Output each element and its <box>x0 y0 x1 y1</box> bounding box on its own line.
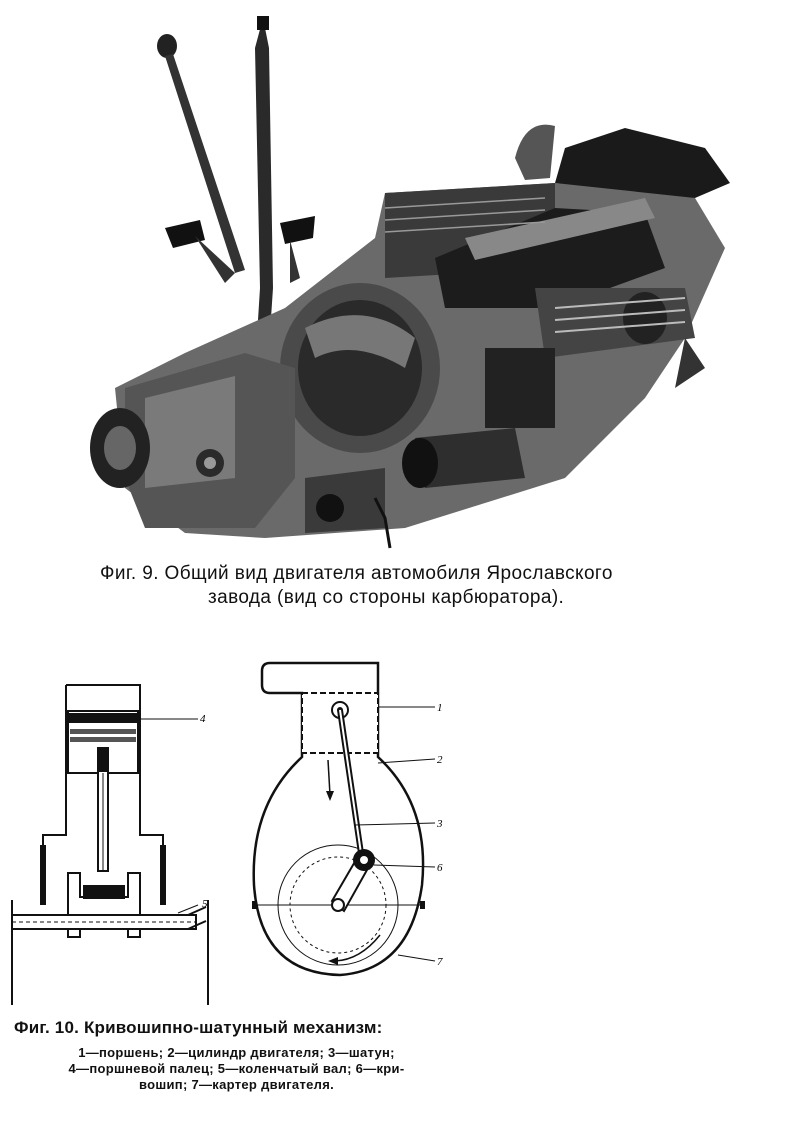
connecting-rod <box>97 770 109 872</box>
figure-9-caption-line2: завода (вид со стороны карбюратора). <box>208 587 565 608</box>
label-4: 4 <box>200 713 206 725</box>
engine-block <box>90 124 730 549</box>
figure-10-caption-title: Фиг. 10. Кривошипно-шатунный механизм: <box>14 1018 383 1037</box>
figure-9-caption-line1: Фиг. 9. Общий вид двигателя автомобиля Я… <box>100 563 613 584</box>
crankshaft <box>11 906 207 930</box>
crank-mechanism-diagram: 1 2 3 6 7 <box>252 661 443 977</box>
label-3: 3 <box>436 818 443 830</box>
figure-9-caption: Фиг. 9. Общий вид двигателя автомобиля Я… <box>100 562 740 610</box>
figure-10-legend-line1: 1—поршень; 2—цилиндр двигателя; 3—шатун; <box>78 1045 395 1060</box>
piston <box>67 710 139 774</box>
crank-arm <box>330 849 375 913</box>
label-6: 6 <box>437 862 443 874</box>
pedals <box>165 216 315 283</box>
figure-10-legend: 1—поршень; 2—цилиндр двигателя; 3—шатун;… <box>14 1045 459 1093</box>
figure-10-legend-line3: вошип; 7—картер двигателя. <box>139 1077 334 1092</box>
gear-lever <box>157 16 273 528</box>
figure-10-legend-line2: 4—поршневой палец; 5—коленчатый вал; 6—к… <box>68 1061 405 1076</box>
label-2: 2 <box>437 754 443 766</box>
crank-throw <box>67 872 141 938</box>
label-5: 5 <box>202 898 208 910</box>
engine-illustration <box>90 16 730 549</box>
label-7: 7 <box>437 956 443 968</box>
connecting-rod-line <box>337 709 365 861</box>
label-1: 1 <box>437 702 443 714</box>
piston-cylinder-section: 4 5 <box>11 684 209 1005</box>
